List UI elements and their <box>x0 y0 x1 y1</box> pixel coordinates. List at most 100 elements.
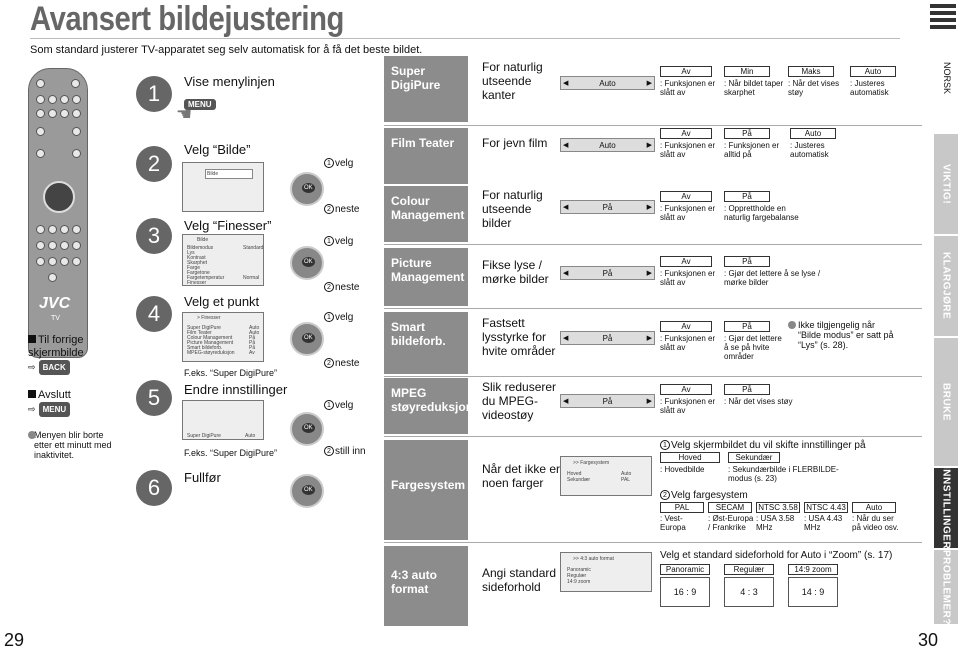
option-box: SECAM <box>708 502 752 513</box>
tab-klargjore[interactable]: KLARGJØRE <box>934 236 958 336</box>
option-desc: : Funksjonen er slått av <box>660 334 716 352</box>
option-desc: : Når det vises støy <box>724 397 793 406</box>
remote-button <box>60 95 69 104</box>
option-desc: : Justeres automatisk <box>850 79 889 97</box>
remote-button <box>36 257 45 266</box>
option-box: På <box>724 128 770 139</box>
example-note: F.eks. “Super DigiPure” <box>184 448 278 458</box>
page-number-left: 29 <box>4 630 25 650</box>
option-desc: : Gjør det lettere å se på hvite områder <box>724 334 782 361</box>
feature-select[interactable]: ◀På▶ <box>560 200 655 214</box>
feature-select[interactable]: ◀På▶ <box>560 394 655 408</box>
option-desc: : Funksjonen er alltid på <box>724 141 780 159</box>
option-desc: : Funksjonen er slått av <box>660 204 716 222</box>
mini-screen-menubar: Bilde <box>182 162 264 212</box>
option-box: Av <box>660 191 712 202</box>
feature-category: Smart bildeforb. <box>384 312 468 374</box>
tab-innstillinger[interactable]: INNSTILLINGER <box>934 466 958 550</box>
remote-button <box>72 257 81 266</box>
feature-select[interactable]: ◀På▶ <box>560 331 655 345</box>
bullet-dot-icon <box>788 321 796 329</box>
mini-screen-superdigi: Super DigiPure Auto <box>182 400 264 440</box>
option-box: NTSC 4.43 <box>804 502 848 513</box>
remote-button <box>60 241 69 250</box>
option-box: På <box>724 256 770 267</box>
option-desc: : Når du ser på video osv. <box>852 514 899 532</box>
feature-name: For jevn film <box>482 136 548 150</box>
step-text: Velg “Bilde” <box>184 142 251 157</box>
step-number: 1 <box>136 76 172 112</box>
feature-name: Slik reduserer du MPEG-videostøy <box>482 380 557 422</box>
step-text: Fullfør <box>184 470 221 485</box>
remote-button <box>36 149 45 158</box>
aspect-frame: 16 : 9 <box>660 577 710 607</box>
remote-button <box>60 109 69 118</box>
tab-bruke[interactable]: BRUKE <box>934 338 958 466</box>
feature-category: Super DigiPure <box>384 56 468 122</box>
option-desc: : Vest-Europa <box>660 514 686 532</box>
remote-button <box>36 225 45 234</box>
ok-pad-icon: OK <box>290 474 324 508</box>
format-instruction: Velg et standard sideforhold for Auto i … <box>660 550 893 561</box>
page-subtitle: Som standard justerer TV-apparatet seg s… <box>30 44 423 56</box>
remote-button <box>36 241 45 250</box>
feature-category: Colour Management <box>384 186 468 242</box>
option-box: På <box>724 321 770 332</box>
mini-screen-43format: >> 4:3 auto format Panoramic Regulær 14:… <box>560 552 652 592</box>
remote-button <box>71 79 80 88</box>
tab-viktig[interactable]: VIKTIG! <box>934 134 958 234</box>
tab-problemer[interactable]: PROBLEMER? <box>934 550 958 625</box>
feature-name: Fikse lyse / mørke bilder <box>482 258 549 286</box>
feature-select[interactable]: ◀Auto▶ <box>560 76 655 90</box>
row-divider <box>384 436 922 437</box>
option-box: 14:9 zoom <box>788 564 838 575</box>
feature-category: Film Teater <box>384 128 468 184</box>
remote-button <box>72 225 81 234</box>
remote-button <box>72 127 81 136</box>
option-desc: : Hovedbilde <box>660 465 705 474</box>
option-box: Av <box>660 321 712 332</box>
option-box: NTSC 3.58 <box>756 502 800 513</box>
remote-button <box>72 149 81 158</box>
exit-note: Avslutt ⇨ MENU <box>28 389 118 417</box>
option-desc: : Funksjonen er slått av <box>660 397 716 415</box>
menu-key: MENU <box>38 402 71 417</box>
option-desc: : Funksjonen er slått av <box>660 141 716 159</box>
feature-name: For naturlig utseende kanter <box>482 60 543 102</box>
header-divider <box>30 38 900 39</box>
aspect-frame: 4 : 3 <box>724 577 774 607</box>
remote-button <box>48 109 57 118</box>
feature-category: 4:3 auto format <box>384 546 468 626</box>
mini-screen-finesser: > Finesser Super DigiPure Film Teater Co… <box>182 312 264 362</box>
option-box: Av <box>660 384 712 395</box>
row-divider <box>384 244 922 245</box>
option-box: Av <box>660 66 712 77</box>
feature-select[interactable]: ◀Auto▶ <box>560 138 655 152</box>
option-box: Auto <box>790 128 836 139</box>
remote-button <box>48 257 57 266</box>
option-box: Av <box>660 128 712 139</box>
feature-category: Fargesystem <box>384 440 468 540</box>
ok-pad-icon: OK <box>290 412 324 446</box>
option-box: Maks <box>788 66 834 77</box>
feature-name: Når det ikke er noen farger <box>482 462 561 490</box>
option-box: På <box>724 191 770 202</box>
ok-pad-icon: OK <box>290 246 324 280</box>
option-desc: : Gjør det lettere å se lyse / mørke bil… <box>724 269 821 287</box>
back-key: BACK <box>38 360 70 375</box>
option-desc: : Funksjonen er slått av <box>660 269 716 287</box>
feature-select[interactable]: ◀På▶ <box>560 266 655 280</box>
option-box: Sekundær <box>728 452 780 463</box>
option-box: Av <box>660 256 712 267</box>
remote-button <box>60 225 69 234</box>
row-divider <box>384 125 922 126</box>
aspect-frame: 14 : 9 <box>788 577 838 607</box>
option-desc: : USA 4.43 MHz <box>804 514 843 532</box>
option-box: Regulær <box>724 564 774 575</box>
option-desc: : Når det vises støy <box>788 79 840 97</box>
